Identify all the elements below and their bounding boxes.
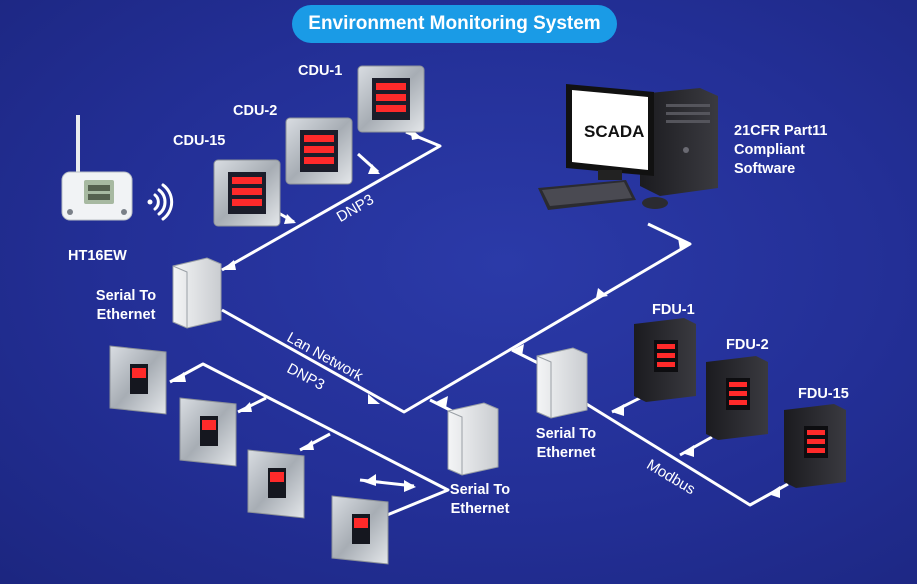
serial-box-left: [172, 257, 222, 329]
serial-left-line-1: Serial To: [95, 288, 157, 304]
serial-bottom-line-2: Ethernet: [450, 501, 510, 517]
serial-left-line-2: Ethernet: [96, 307, 156, 323]
cdu-1-label: CDU-1: [298, 63, 343, 79]
steel-panel-1: [109, 345, 167, 415]
serial-mid-line-2: Ethernet: [536, 445, 596, 461]
arrow-icon: [284, 214, 296, 224]
software-line-3: Software: [734, 161, 796, 177]
steel-panel-4: [331, 495, 389, 565]
arrow-icon: [364, 474, 376, 486]
fdu-15-device: [784, 404, 846, 488]
scada-workstation: [538, 84, 718, 210]
software-label: 21CFR Part11 Compliant Software: [734, 122, 828, 179]
steel-panel-3: [247, 449, 305, 519]
cdu-2-device: [285, 117, 353, 185]
cdu-2-label: CDU-2: [233, 103, 278, 119]
arrow-icon: [368, 164, 380, 174]
cdu-1-device: [357, 65, 425, 133]
serial-bottom-line-1: Serial To: [449, 482, 511, 498]
scada-label: SCADA: [584, 122, 644, 141]
fdu-1-device: [634, 318, 696, 402]
serial-box-bottom: [447, 402, 499, 476]
wifi-signal-icon: [147, 183, 174, 221]
dnp3-left-bus: [169, 362, 450, 522]
fdu-2-device: [706, 356, 768, 440]
steel-panel-2: [179, 397, 237, 467]
arrow-icon: [596, 288, 608, 298]
serial-bottom-label: Serial To Ethernet: [434, 481, 526, 519]
cdu-15-label: CDU-15: [173, 133, 226, 149]
arrow-icon: [240, 402, 252, 412]
arrow-icon: [678, 238, 690, 250]
lan-network-line: [221, 222, 692, 414]
arrow-icon: [302, 440, 314, 450]
arrow-icon: [404, 480, 416, 492]
serial-box-mid: [536, 347, 588, 419]
serial-left-label: Serial To Ethernet: [80, 287, 172, 325]
arrow-icon: [172, 372, 186, 382]
arrow-icon: [222, 260, 236, 270]
page-title: Environment Monitoring System: [308, 13, 601, 34]
software-line-1: 21CFR Part11: [734, 123, 828, 139]
fdu-2-label: FDU-2: [726, 337, 769, 353]
fdu-1-label: FDU-1: [652, 302, 695, 318]
arrow-icon: [436, 396, 448, 408]
ht16ew-device: [61, 115, 133, 221]
serial-mid-line-1: Serial To: [535, 426, 597, 442]
software-line-2: Compliant: [734, 142, 805, 158]
cdu-15-device: [213, 159, 281, 227]
arrow-icon: [368, 394, 380, 404]
arrow-icon: [512, 344, 524, 356]
arrow-icon: [768, 486, 780, 498]
arrow-icon: [682, 445, 694, 457]
ht16ew-label: HT16EW: [68, 248, 127, 264]
serial-mid-label: Serial To Ethernet: [520, 425, 612, 463]
arrow-icon: [612, 404, 624, 416]
title-banner: Environment Monitoring System: [292, 5, 617, 43]
fdu-15-label: FDU-15: [798, 386, 849, 402]
